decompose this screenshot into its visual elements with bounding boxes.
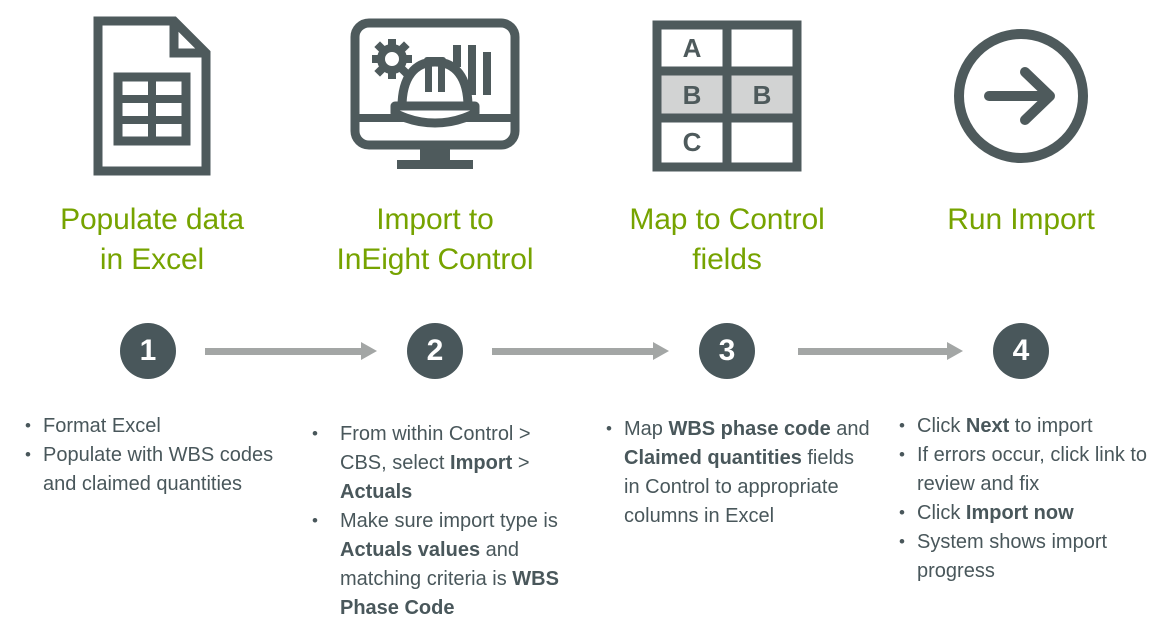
bullet-emphasis: Claimed quantities <box>624 447 802 469</box>
monitor-hardhat-gear-chart-icon <box>345 8 525 183</box>
bullet-text: Format Excel <box>43 415 161 437</box>
arrow-head <box>653 342 669 360</box>
bullet-item: Make sure import type is Actuals values … <box>310 506 582 623</box>
step-1-heading-line1: Populate data <box>60 203 244 236</box>
bullet-emphasis: Import <box>450 452 513 474</box>
bullet-emphasis: WBS Phase Code <box>340 568 559 619</box>
step-2-heading-line1: Import to <box>376 203 494 236</box>
step-2-bullet-list: From within Control > CBS, select Import… <box>310 419 582 623</box>
arrow-step-2-to-3 <box>492 342 669 360</box>
step-1-number-badge: 1 <box>120 323 176 379</box>
bullet-text: > <box>512 452 530 474</box>
arrow-step-3-to-4 <box>798 342 963 360</box>
grid-cell-a: A <box>683 33 702 63</box>
step-1-heading-line2: in Excel <box>99 243 205 276</box>
arrow-step-1-to-2 <box>205 342 377 360</box>
arrow-shaft <box>798 347 947 355</box>
step-2-heading-line2: InEight Control <box>336 243 534 276</box>
bullet-text: System shows import progress <box>917 531 1108 582</box>
step-4-number: 4 <box>1012 334 1030 367</box>
grid-cell-b-right: B <box>753 80 772 110</box>
step-4-heading: Run Import <box>881 200 1161 240</box>
bullet-text: Click <box>917 415 966 437</box>
bullet-text: Populate with WBS codes and claimed quan… <box>43 444 274 495</box>
bullet-emphasis: Import now <box>965 502 1074 524</box>
bullet-item: Click Import now <box>898 498 1160 528</box>
bullet-items: Map WBS phase code and Claimed quantitie… <box>605 414 873 531</box>
bullet-item: Format Excel <box>24 411 286 441</box>
arrow-head <box>947 342 963 360</box>
bullet-items: From within Control > CBS, select Import… <box>310 419 582 623</box>
bullet-item: Map WBS phase code and Claimed quantitie… <box>605 414 873 531</box>
bullet-item: If errors occur, click link to review an… <box>898 440 1160 499</box>
bullet-text: Make sure import type is <box>340 510 558 532</box>
step-3-heading-line2: fields <box>692 243 762 276</box>
step-4-heading-line1: Run Import <box>947 203 1095 236</box>
step-3-number-badge: 3 <box>699 323 755 379</box>
grid-cell-b-left: B <box>683 80 702 110</box>
step-4-number-badge: 4 <box>993 323 1049 379</box>
bullet-text: and matching criteria is <box>340 539 520 590</box>
grid-cell-c: C <box>683 127 702 157</box>
bullet-text: From within Control > CBS, select <box>340 423 531 474</box>
bullet-text: to import <box>1009 415 1093 437</box>
step-3-number: 3 <box>718 334 736 367</box>
excel-spreadsheet-document-icon <box>62 8 242 183</box>
bullet-item: Populate with WBS codes and claimed quan… <box>24 440 286 499</box>
step-3-heading-line1: Map to Control <box>629 203 825 236</box>
bullet-text: and <box>830 418 870 440</box>
step-3-bullet-list: Map WBS phase code and Claimed quantitie… <box>605 414 873 531</box>
bullet-items: Click Next to importIf errors occur, cli… <box>898 411 1160 586</box>
step-4-bullet-list: Click Next to importIf errors occur, cli… <box>898 411 1160 586</box>
bullet-item: From within Control > CBS, select Import… <box>310 419 582 507</box>
step-2-number: 2 <box>426 334 444 367</box>
bullet-emphasis: Actuals <box>340 481 413 503</box>
step-2-number-badge: 2 <box>407 323 463 379</box>
step-1-number: 1 <box>139 334 157 367</box>
step-1-heading: Populate data in Excel <box>12 200 292 280</box>
step-3-heading: Map to Control fields <box>587 200 867 280</box>
arrow-shaft <box>205 347 361 355</box>
step-1-bullet-list: Format ExcelPopulate with WBS codes and … <box>24 411 286 499</box>
bullet-text: Click <box>917 502 966 524</box>
step-2-heading: Import to InEight Control <box>295 200 575 280</box>
bullet-item: Click Next to import <box>898 411 1160 441</box>
bullet-text: fields in Control to appropriate columns… <box>624 447 855 527</box>
bullet-items: Format ExcelPopulate with WBS codes and … <box>24 411 286 499</box>
bullet-emphasis: Actuals values <box>340 539 481 561</box>
arrow-head <box>361 342 377 360</box>
arrow-shaft <box>492 347 653 355</box>
mapping-grid-table-icon: A B B C <box>637 8 817 183</box>
bullet-item: System shows import progress <box>898 527 1160 586</box>
bullet-text: If errors occur, click link to review an… <box>917 444 1148 495</box>
bullet-emphasis: Next <box>965 415 1010 437</box>
bullet-text: Map <box>624 418 669 440</box>
arrow-right-circle-icon <box>931 8 1111 183</box>
bullet-emphasis: WBS phase code <box>668 418 831 440</box>
